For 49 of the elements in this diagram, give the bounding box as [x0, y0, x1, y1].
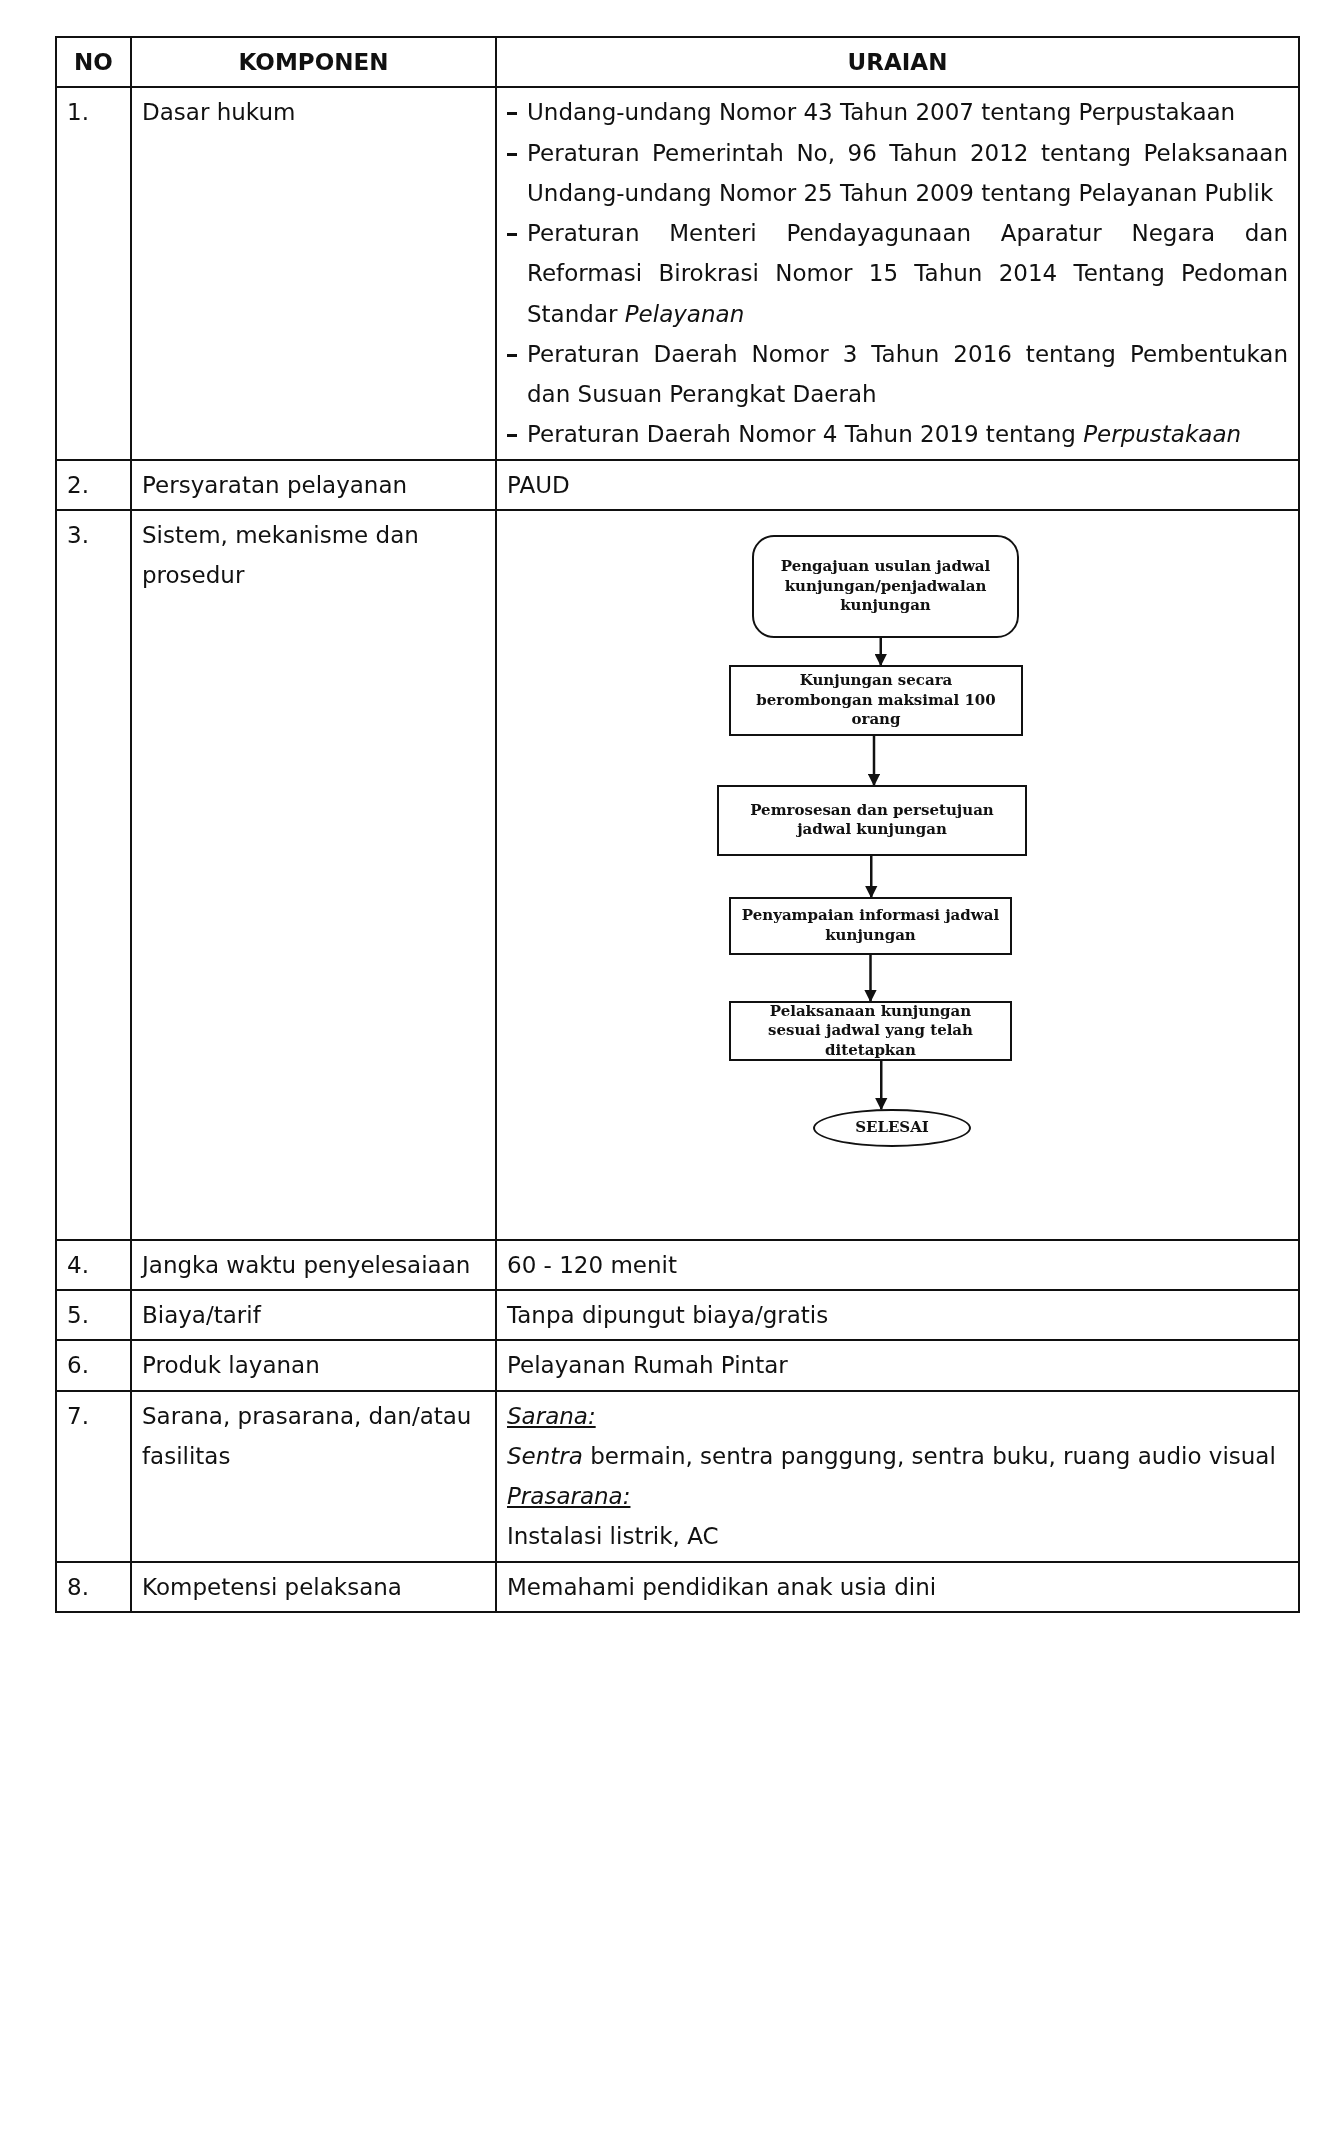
- cell-text: Peraturan Menteri Pendayagunaan Aparatur Negara dan Reformasi Birokrasi Nomor 15 Tahun 2014 Tentang Pedoman Standar Pelayanan: [527, 219, 1288, 329]
- cell-text: Sarana, prasarana, dan/atau fasilitas: [142, 1402, 472, 1469]
- cell-text: Biaya/tarif: [142, 1302, 261, 1328]
- column-header: URAIAN: [847, 49, 948, 75]
- cell-text: 1.: [67, 99, 89, 126]
- cell-text: 3.: [67, 521, 89, 548]
- cell-text: Produk layanan: [142, 1352, 320, 1379]
- arrow: [864, 954, 877, 1002]
- cell-text: 5.: [67, 1302, 89, 1328]
- column-header: KOMPONEN: [238, 49, 389, 75]
- cell-text: Memahami pendidikan anak usia dini: [507, 1573, 937, 1600]
- node-text: Pelaksanaan kunjungan sesuai jadwal yang telah ditetapkan: [767, 1001, 974, 1060]
- cell-text: Sarana:: [507, 1402, 596, 1429]
- cell-text: Kompetensi pelaksana: [142, 1573, 402, 1600]
- process-box: [729, 664, 1023, 736]
- cell-text: Persyaratan pelayanan: [142, 471, 408, 498]
- cell-text: Sentra bermain, sentra panggung, sentra buku, ruang audio visual: [507, 1442, 1276, 1469]
- cell-text: 4.: [67, 1251, 89, 1278]
- node-text: SELESAI: [855, 1118, 929, 1138]
- cell-text: Dasar hukum: [142, 99, 296, 126]
- node-text: Pemrosesan dan persetujuan jadwal kunjungan: [749, 800, 995, 840]
- arrow: [874, 637, 887, 666]
- cell-text: 2.: [67, 471, 89, 498]
- node-text: Kunjungan secara berombongan maksimal 100 orang: [755, 671, 997, 730]
- cell-text: Peraturan Pemerintah No, 96 Tahun 2012 tentang Pelaksanaan Undang-undang Nomor 25 Tahun 2009 tentang Pelayanan Publik: [527, 138, 1288, 208]
- cell-text: Sistem, mekanisme dan prosedur: [142, 521, 419, 588]
- cell-text: 6.: [67, 1352, 89, 1379]
- cell-text: 8.: [67, 1573, 89, 1600]
- cell-text: Pelayanan Rumah Pintar: [507, 1352, 788, 1379]
- arrow: [867, 735, 881, 786]
- cell-text: Jangka waktu penyelesaiaan: [142, 1251, 471, 1278]
- cell-text: Undang-undang Nomor 43 Tahun 2007 tentang Perpustakaan: [527, 98, 1237, 128]
- column-header: NO: [74, 49, 113, 75]
- process-box: [729, 896, 1012, 955]
- arrow: [865, 855, 878, 898]
- cell-text: 60 - 120 menit: [507, 1251, 677, 1278]
- arrow: [875, 1060, 888, 1110]
- cell-text: Tanpa dipungut biaya/gratis: [507, 1302, 829, 1328]
- start-box: [752, 534, 1019, 638]
- process-box: [729, 1000, 1012, 1061]
- process-box: [717, 784, 1027, 856]
- cell-text: Instalasi listrik, AC: [507, 1523, 719, 1550]
- cell-text: PAUD: [507, 471, 570, 498]
- cell-text: 7.: [67, 1402, 89, 1429]
- cell-text: Peraturan Daerah Nomor 4 Tahun 2019 tentang Perpustakaan: [527, 420, 1243, 450]
- cell-text: Peraturan Daerah Nomor 3 Tahun 2016 tentang Pembentukan dan Susuan Perangkat Daerah: [527, 339, 1288, 409]
- node-text: Penyampaian informasi jadwal kunjungan: [741, 906, 1000, 946]
- node-text: Pengajuan usulan jadwal kunjungan/penjadwalan kunjungan: [779, 557, 992, 616]
- cell-text: Prasarana:: [507, 1483, 631, 1509]
